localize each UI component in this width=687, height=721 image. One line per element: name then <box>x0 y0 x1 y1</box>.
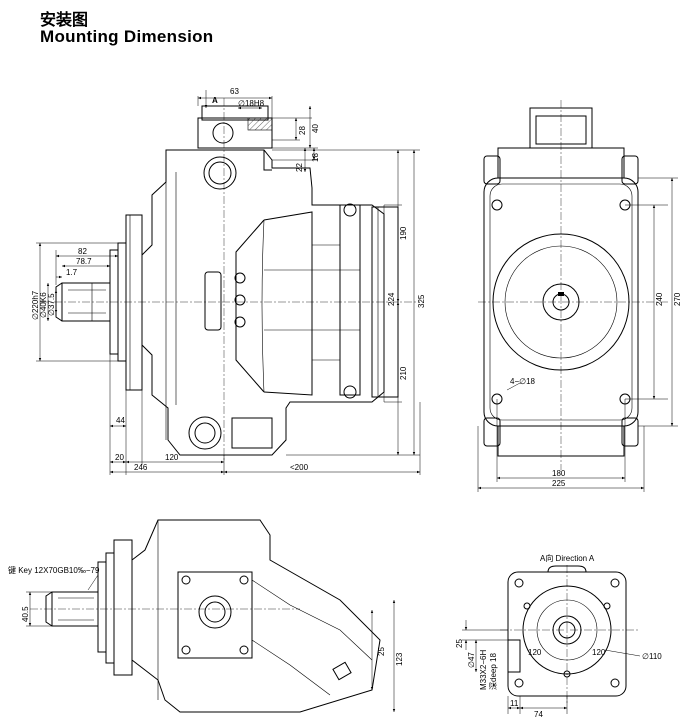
dim-110: ∅110 <box>642 652 662 661</box>
dim-25-a: 25 <box>455 639 464 648</box>
view-a-label: A <box>212 96 218 105</box>
dim-18h8: ∅18H8 <box>238 99 265 108</box>
dim-40k6: ∅40K6 <box>39 292 48 318</box>
dim-47: ∅47 <box>467 652 476 668</box>
dim-325: 325 <box>417 294 426 308</box>
dim-240: 240 <box>655 292 664 306</box>
dim-120-a: 120 <box>528 648 542 657</box>
side-internals <box>204 203 361 399</box>
side-left-dims: 82 78.7 1.7 ∅220h7 ∅40K6 ∅37.5 <box>31 242 119 362</box>
side-right-dims: 190 210 224 325 <box>272 149 426 456</box>
dim-225: 225 <box>552 479 566 488</box>
front-holes-label: 4−∅18 <box>510 377 536 386</box>
dim-210: 210 <box>399 366 408 380</box>
dim-18: 18 <box>311 153 320 162</box>
title-chinese: 安装图 <box>40 10 89 29</box>
key-label: 键 Key 12X70GB10‰−79 <box>8 565 100 575</box>
dim-180: 180 <box>552 469 566 478</box>
dim-78-7: 78.7 <box>76 257 92 266</box>
dim-11: 11 <box>510 699 519 708</box>
dim-40: 40 <box>311 124 320 133</box>
dim-120: 120 <box>165 453 179 462</box>
dim-20: 20 <box>115 453 124 462</box>
dim-82: 82 <box>78 247 87 256</box>
dim-200: <200 <box>290 463 309 472</box>
front-holes-leader <box>506 382 521 391</box>
dim-224: 224 <box>387 292 396 306</box>
side-bottom-dims: 44 20 120 246 <200 <box>109 321 421 475</box>
direction-a-title: A向 Direction A <box>540 553 595 563</box>
dim-40-5: 40.5 <box>21 606 30 622</box>
side-view: A 63 ∅18H8 28 40 22 18 <box>31 87 426 475</box>
dim-28: 28 <box>298 126 307 135</box>
deep-label: 深deep 18 <box>489 653 498 690</box>
dim-74: 74 <box>534 710 543 719</box>
bottom-port-flange <box>177 571 253 659</box>
side-top-port <box>197 105 273 190</box>
dim-22: 22 <box>295 163 304 172</box>
key-leader <box>87 574 99 591</box>
dim-246: 246 <box>134 463 148 472</box>
title-english: Mounting Dimension <box>40 27 214 46</box>
direction-a-view: A向 Direction A 120 120 ∅110 25 ∅47 M33X2… <box>455 553 662 719</box>
dim-63: 63 <box>230 87 239 96</box>
dim-44: 44 <box>116 416 125 425</box>
dim-190: 190 <box>399 226 408 240</box>
dim-270: 270 <box>673 292 682 306</box>
d110-leader <box>604 649 641 657</box>
dim-1-7: 1.7 <box>66 268 78 277</box>
dim-120-b: 120 <box>592 648 606 657</box>
dim-37-5: ∅37.5 <box>47 293 56 316</box>
front-view: 4−∅18 240 270 180 225 <box>477 100 682 492</box>
dim-220h7: ∅220h7 <box>31 290 40 320</box>
dim-25-side: 25 <box>377 647 386 656</box>
side-bottom-port <box>188 416 273 450</box>
dim-123: 123 <box>395 652 404 666</box>
side-top-dims: 63 ∅18H8 28 40 22 18 <box>197 87 320 172</box>
bottom-side-view: 键 Key 12X70GB10‰−79 40.5 25 123 <box>8 519 404 713</box>
bottom-housing <box>131 519 381 713</box>
thread-label: M33X2−6H <box>479 650 488 690</box>
